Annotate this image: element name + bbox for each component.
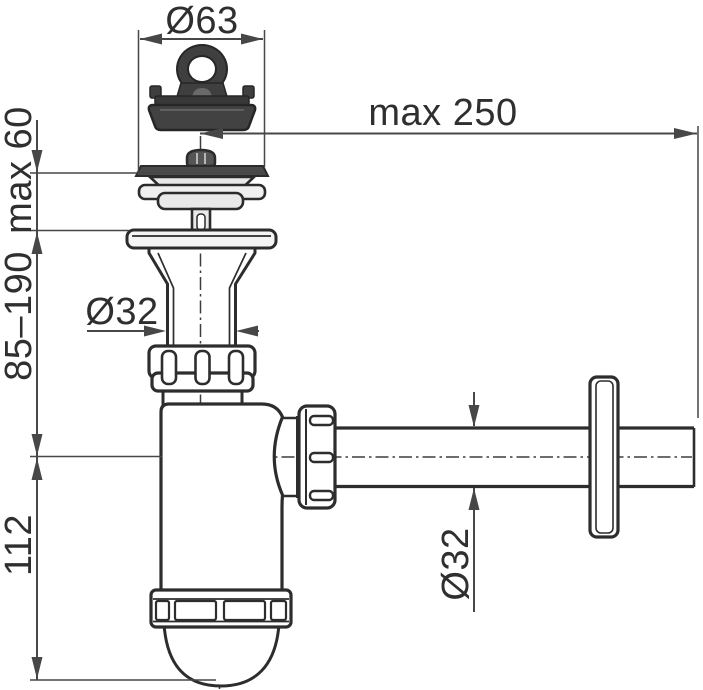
label-inlet-diameter: Ø32 (85, 291, 158, 333)
knurl-segment-3 (222, 599, 267, 622)
arrow-left (236, 325, 258, 337)
wall-flange-body (588, 375, 620, 539)
funnel-right-inner (228, 252, 247, 347)
outlet-groove-2 (308, 451, 335, 464)
arrow-left (200, 128, 223, 139)
knurl-segment-1 (154, 599, 171, 622)
funnel-left-inner (157, 252, 175, 347)
dimension-graphics (30, 30, 699, 681)
funnel-right-outer (234, 248, 257, 347)
tailpipe (147, 248, 257, 347)
outlet-nut (297, 404, 337, 510)
stem-slot (196, 213, 206, 231)
arrow-right (144, 325, 166, 337)
arrow-right (241, 33, 263, 45)
arrow-down (468, 405, 480, 427)
arrow-right (674, 128, 697, 139)
cleanout-cup (149, 588, 293, 688)
wall-flange-inner (595, 380, 614, 534)
label-plug-diameter: Ø63 (165, 0, 238, 42)
label-trap-depth: 112 (0, 514, 40, 576)
plug-top-plate (154, 95, 250, 106)
outlet-groove-3 (308, 489, 335, 502)
arrow-down (31, 150, 43, 172)
outlet-groove-1 (308, 414, 335, 427)
arrow-left (140, 33, 162, 45)
plug-body (147, 103, 257, 132)
dim-inlet-diameter (87, 325, 259, 337)
strainer-top-flange (134, 165, 270, 177)
label-deck-thickness: max 60 (0, 106, 40, 234)
plug (147, 44, 257, 132)
dim-wall-distance (200, 126, 699, 418)
dim-left-chain (30, 120, 265, 681)
nut-groove-1 (160, 349, 178, 386)
trap-body (159, 402, 301, 589)
label-wall-distance: max 250 (368, 92, 517, 134)
trap-body-outline (159, 402, 285, 589)
dimension-labels: Ø63 max 250 max 60 85–190 112 Ø32 Ø32 (0, 0, 517, 601)
outlet-pipe (334, 426, 696, 489)
nut-groove-3 (227, 349, 245, 386)
arrow-up (31, 232, 43, 254)
arrow-down (31, 657, 43, 679)
arrow-down (31, 434, 43, 456)
wall-flange (588, 375, 620, 539)
funnel-left-outer (147, 248, 169, 347)
dim-plug-diameter (137, 30, 266, 172)
dim-outlet-diameter (468, 392, 480, 612)
strainer-assembly (125, 148, 278, 250)
under-sink-flange (125, 228, 278, 250)
label-height-range: 85–190 (0, 251, 40, 381)
nut-groove-2 (194, 349, 211, 386)
knurl-segment-2 (173, 599, 218, 622)
strainer-lower-bowl (156, 191, 245, 211)
knurl-segment-4 (269, 599, 288, 622)
cup-dome (162, 623, 281, 688)
arrow-up (468, 488, 480, 510)
union-nut (147, 344, 257, 405)
arrow-up (31, 458, 43, 480)
strainer-knob (185, 148, 217, 168)
label-outlet-diameter: Ø32 (435, 527, 477, 600)
